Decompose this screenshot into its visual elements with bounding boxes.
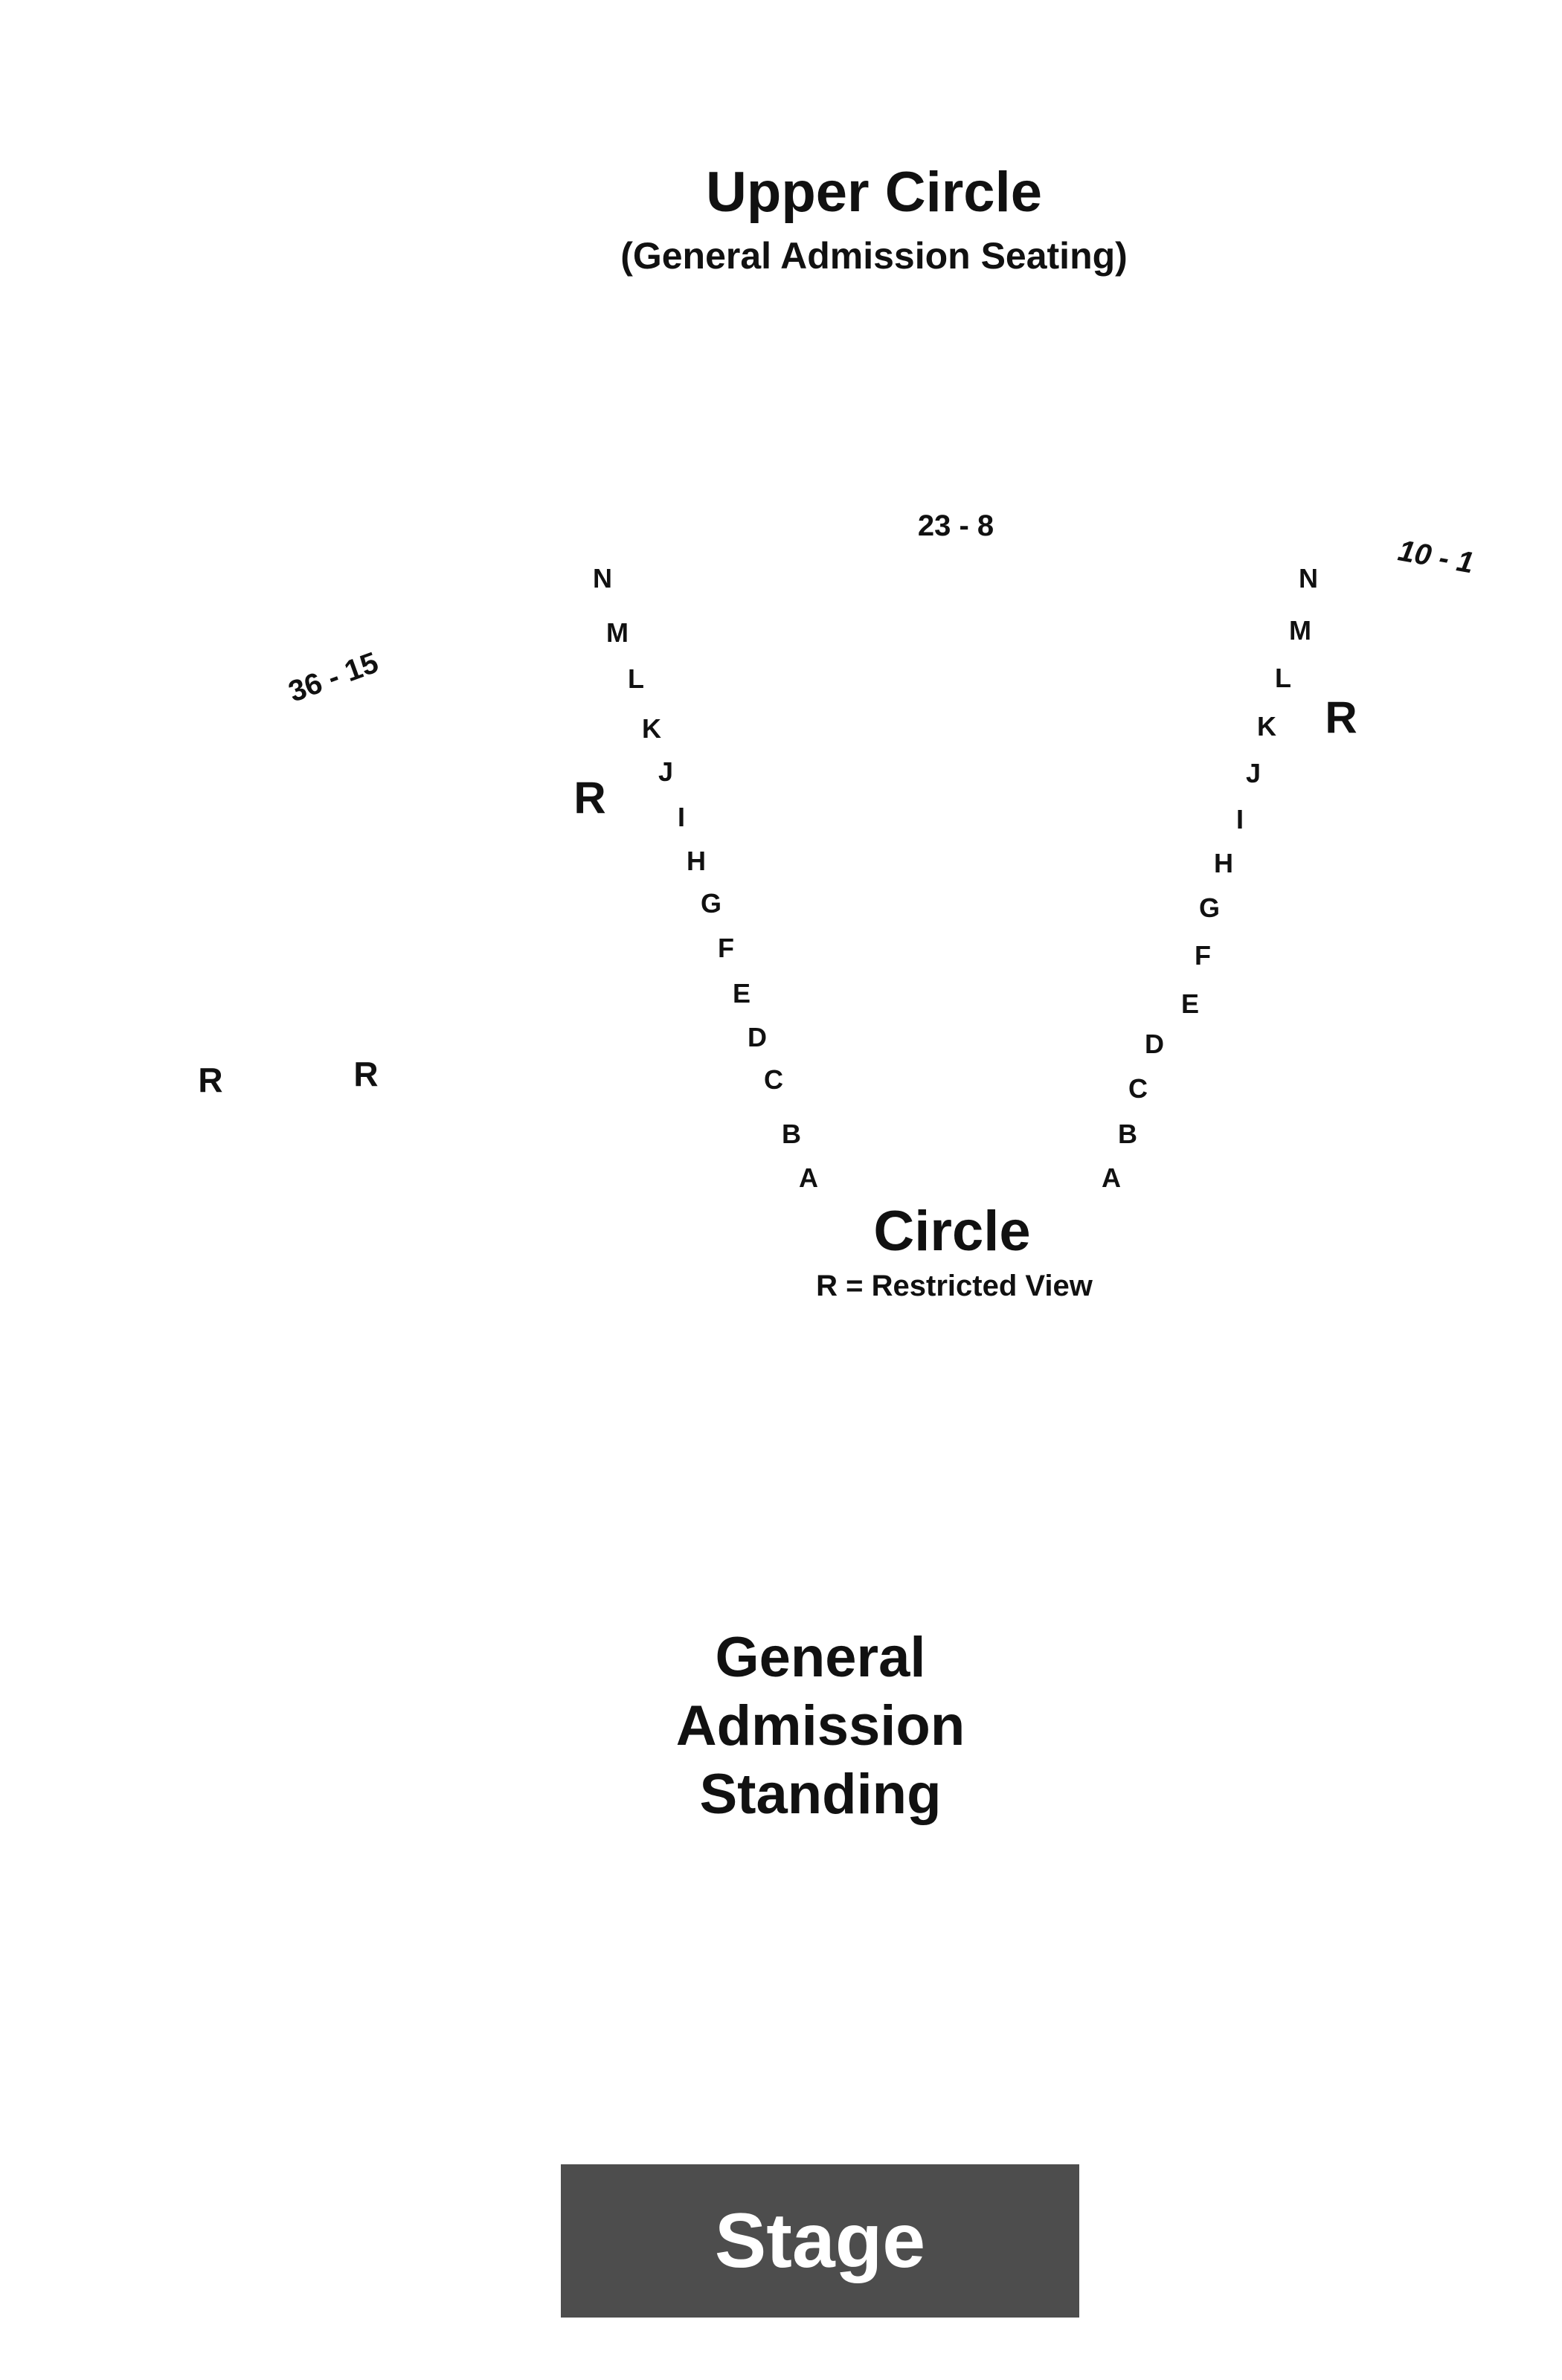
left-row-label: F	[718, 933, 734, 963]
left-row-label: H	[687, 846, 706, 876]
restricted-view-mark: R	[198, 1061, 223, 1099]
left-row-label: J	[658, 756, 674, 787]
right-row-label: I	[1235, 804, 1244, 834]
seat-range-left: 36 - 15	[284, 646, 383, 709]
standing-line-1: General	[715, 1626, 926, 1689]
right-row-label: C	[1128, 1073, 1148, 1104]
left-row-label: K	[642, 713, 661, 744]
right-row-label: L	[1275, 663, 1291, 693]
seat-range-right: 10 - 1	[1395, 534, 1476, 580]
left-row-label: D	[748, 1022, 767, 1052]
right-row-label: A	[1102, 1162, 1121, 1193]
stage-block: Stage	[561, 2164, 1079, 2318]
stage-label: Stage	[714, 2197, 926, 2284]
right-row-label: N	[1299, 563, 1318, 594]
right-row-label: E	[1180, 988, 1200, 1019]
standing-line-2: Admission	[675, 1694, 965, 1757]
left-row-label: L	[628, 663, 644, 694]
left-row-label: B	[782, 1119, 801, 1149]
left-row-label: M	[606, 617, 629, 648]
right-row-label: G	[1198, 892, 1221, 923]
restricted-view-legend: R = Restricted View	[816, 1270, 1093, 1302]
right-row-label: M	[1289, 615, 1311, 646]
upper-circle-subtitle: (General Admission Seating)	[620, 235, 1128, 277]
right-row-label: K	[1257, 711, 1276, 742]
left-row-label: E	[732, 978, 751, 1009]
right-row-label: F	[1195, 940, 1211, 971]
restricted-view-mark: R	[573, 773, 606, 823]
left-row-label: C	[764, 1064, 783, 1095]
upper-circle-title: Upper Circle	[706, 161, 1042, 224]
left-row-label: N	[593, 563, 612, 594]
right-row-label: D	[1145, 1029, 1164, 1059]
left-row-label: I	[677, 802, 686, 832]
right-row-label: B	[1118, 1119, 1137, 1149]
seat-range-center: 23 - 8	[917, 509, 994, 542]
restricted-view-mark: R	[353, 1055, 379, 1093]
left-row-label: G	[700, 888, 722, 919]
restricted-view-mark: R	[1325, 692, 1357, 743]
right-row-label: H	[1214, 848, 1233, 878]
standing-area-label: General Admission Standing	[676, 1624, 965, 1829]
circle-title: Circle	[873, 1200, 1031, 1263]
right-row-label: J	[1245, 758, 1262, 788]
standing-line-3: Standing	[699, 1763, 942, 1826]
left-row-label: A	[799, 1162, 818, 1193]
